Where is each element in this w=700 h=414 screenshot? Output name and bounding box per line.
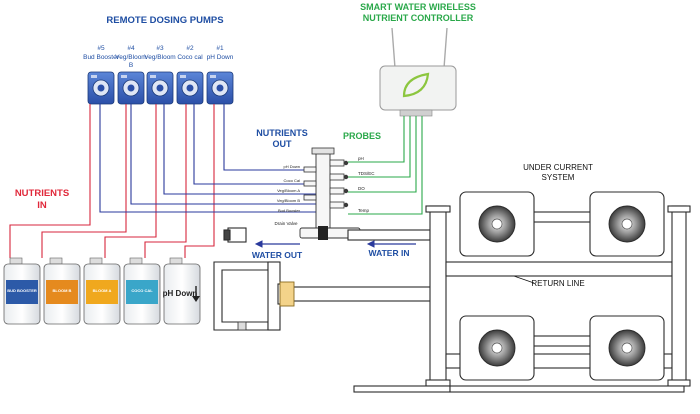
jug-label-bloom-b: BLOOM B xyxy=(53,288,72,293)
jug-coco-cal xyxy=(123,257,161,325)
grow-module-bottom-right xyxy=(589,315,665,381)
pump-3-number: #3 xyxy=(156,45,164,52)
jug-bloom-a xyxy=(83,257,121,325)
pump-1 xyxy=(206,71,234,105)
nutrients-out-label-line2: OUT xyxy=(273,139,293,149)
pump-4-name: Veg/Bloom xyxy=(115,54,146,61)
pump-4 xyxy=(117,71,145,105)
pump-3 xyxy=(146,71,174,105)
probe-label-temp: Temp xyxy=(358,208,370,213)
jug-label-bloom-a: BLOOM A xyxy=(93,288,112,293)
water-out-label: WATER OUT xyxy=(252,250,303,260)
under-current-modules xyxy=(459,191,665,381)
return-line-coupling xyxy=(279,281,295,307)
probe-label-do: DO xyxy=(358,186,365,191)
nutrient-jugs xyxy=(3,257,201,325)
pump-4-number: #4 xyxy=(127,45,135,52)
port-label-ph-down: pH Down xyxy=(284,164,300,169)
pump-5-number: #5 xyxy=(97,45,105,52)
port-label-coco-cal: Coco Cal xyxy=(284,178,301,183)
nutrient-out-lines xyxy=(99,104,318,213)
jug-labels: BUD BOOSTER BLOOM B BLOOM A COCO CAL xyxy=(7,288,153,293)
pump-1-number: #1 xyxy=(216,45,224,52)
water-flow-arrows xyxy=(254,240,416,248)
probe-lines xyxy=(348,116,423,215)
port-label-bud-booster: Bud Booster xyxy=(278,208,301,213)
drain-valve-label: Drain Valve xyxy=(275,221,298,226)
nutrients-in-label-line2: IN xyxy=(37,200,47,211)
probe-labels: pH TDS/EC DO Temp xyxy=(358,156,375,213)
drain-valve xyxy=(237,321,247,331)
pump-2-name: Coco cal xyxy=(177,54,203,61)
controller-title-line2: NUTRIENT CONTROLLER xyxy=(363,13,474,23)
grow-module-top-left xyxy=(459,191,535,257)
jug-label-coco-cal: COCO CAL xyxy=(131,288,153,293)
dosing-pumps xyxy=(87,71,234,105)
pump-1-name: pH Down xyxy=(207,54,234,61)
pump-labels: #5 Bud Booster #4 Veg/Bloom B #3 Veg/Blo… xyxy=(83,45,234,69)
probe-label-ph: pH xyxy=(358,156,364,161)
jug-bloom-b xyxy=(43,257,81,325)
manifold-port-labels: pH Down Coco Cal Veg/Bloom A Veg/Bloom B… xyxy=(277,164,301,213)
dosing-pumps-title: REMOTE DOSING PUMPS xyxy=(106,15,223,26)
nutrient-controller xyxy=(379,27,457,117)
nutrients-out-label-line1: NUTRIENTS xyxy=(256,128,308,138)
port-label-veg-bloom-b: Veg/Bloom B xyxy=(277,198,300,203)
port-label-veg-bloom-a: Veg/Bloom A xyxy=(277,188,300,193)
pump-2-number: #2 xyxy=(186,45,194,52)
pump-3-name: Veg/Bloom xyxy=(144,54,175,61)
jug-ph-down xyxy=(163,257,201,325)
under-current-label-line1: UNDER CURRENT xyxy=(523,163,593,172)
jug-label-ph-down: pH Down xyxy=(163,289,198,298)
under-current-label-line2: SYSTEM xyxy=(542,173,575,182)
grow-module-top-right xyxy=(589,191,665,257)
pump-4-name-2: B xyxy=(129,62,133,69)
return-line-label: RETURN LINE xyxy=(531,279,584,288)
pump-5 xyxy=(87,71,115,105)
jug-bud-booster xyxy=(3,257,41,325)
water-in-label: WATER IN xyxy=(369,248,410,258)
probes-label: PROBES xyxy=(343,131,381,141)
down-arrow-icon xyxy=(192,286,200,302)
probe-label-tds-ec: TDS/EC xyxy=(358,171,375,176)
jug-label-bud-booster: BUD BOOSTER xyxy=(7,288,37,293)
nutrient-in-lines xyxy=(9,104,215,258)
pump-2 xyxy=(176,71,204,105)
nutrients-in-label-line1: NUTRIENTS xyxy=(15,188,69,199)
pump-5-name: Bud Booster xyxy=(83,54,120,61)
leaf-logo-icon xyxy=(402,72,430,98)
controller-title-line1: SMART WATER WIRELESS xyxy=(360,2,476,12)
grow-module-bottom-left xyxy=(459,315,535,381)
manifold xyxy=(299,147,361,240)
